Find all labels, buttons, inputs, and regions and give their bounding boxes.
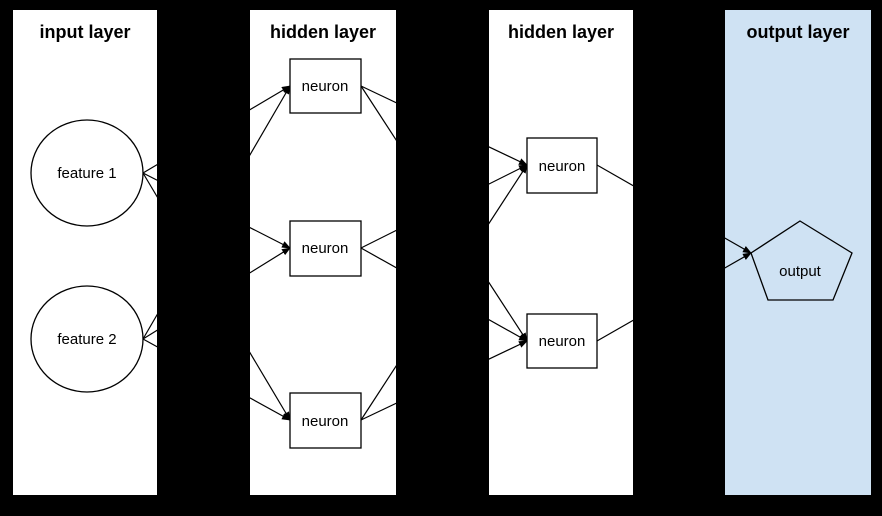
node-neuron-1 bbox=[289, 58, 362, 114]
edge-neuron1-neuron4 bbox=[360, 85, 528, 166]
layer-column-hidden-2 bbox=[489, 10, 633, 495]
layer-title-output: output layer bbox=[746, 22, 849, 42]
node-label-neuron-1: neuron bbox=[302, 78, 349, 95]
edge-neuron3-neuron5 bbox=[360, 340, 528, 421]
node-neuron-3 bbox=[289, 392, 362, 449]
node-label-neuron-4: neuron bbox=[539, 158, 586, 175]
node-neuron-4 bbox=[526, 137, 598, 194]
node-label-neuron-2: neuron bbox=[302, 240, 349, 257]
layer-column-output bbox=[725, 10, 871, 495]
node-label-feature-1: feature 1 bbox=[57, 165, 116, 182]
node-output-pentagon bbox=[750, 220, 853, 301]
node-label-output: output bbox=[779, 263, 822, 280]
edge-feature1-neuron2 bbox=[142, 172, 291, 249]
edge-feature2-neuron2 bbox=[142, 247, 291, 340]
edge-neuron3-neuron4 bbox=[360, 164, 528, 421]
edge-neuron1-neuron5 bbox=[360, 85, 528, 342]
node-label-feature-2: feature 2 bbox=[57, 331, 116, 348]
layer-title-hidden-2: hidden layer bbox=[508, 22, 614, 42]
layer-title-hidden-1: hidden layer bbox=[270, 22, 376, 42]
edge-neuron2-neuron5 bbox=[360, 247, 528, 342]
node-neuron-2 bbox=[289, 220, 362, 277]
node-label-neuron-3: neuron bbox=[302, 413, 349, 430]
edge-neuron2-neuron4 bbox=[360, 164, 528, 249]
edge-feature2-neuron3 bbox=[142, 338, 291, 421]
edge-neuron4-output bbox=[596, 164, 752, 254]
node-label-neuron-5: neuron bbox=[539, 333, 586, 350]
edge-feature1-neuron3 bbox=[142, 172, 291, 421]
edge-neuron5-output bbox=[596, 252, 752, 342]
edge-feature1-neuron1 bbox=[142, 85, 291, 174]
node-feature-1 bbox=[30, 119, 144, 227]
layer-column-input bbox=[13, 10, 157, 495]
layer-title-input: input layer bbox=[39, 22, 130, 42]
node-feature-2 bbox=[30, 285, 144, 393]
edge-feature2-neuron1 bbox=[142, 85, 291, 340]
node-neuron-5 bbox=[526, 313, 598, 369]
